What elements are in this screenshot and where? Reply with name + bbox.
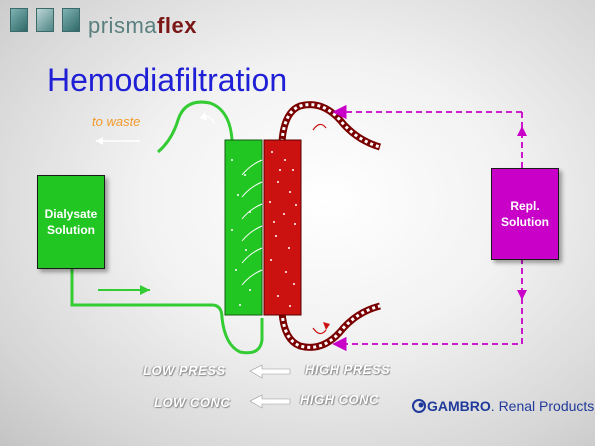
- to-waste-label: to waste: [92, 114, 141, 129]
- dialysate-label-line2: Solution: [46, 223, 95, 237]
- transfer-arrows: [241, 159, 263, 286]
- dialysate-label-line1: Dialysate: [44, 207, 98, 221]
- blood-compartment: [263, 139, 302, 316]
- arrow-left-icon: [249, 364, 291, 409]
- waste-line: [157, 100, 234, 154]
- high-press-label: HIGH PRESS: [305, 362, 391, 377]
- replacement-solution-box: Repl. Solution: [491, 168, 559, 260]
- replacement-label-line1: Repl.: [510, 199, 540, 213]
- replacement-line-bottom: [332, 258, 523, 352]
- logo-thumbnail-icon: [36, 8, 54, 32]
- replacement-label-line2: Solution: [501, 215, 549, 229]
- gambro-swirl-icon: [412, 399, 426, 413]
- dialysate-compartment: [224, 139, 263, 316]
- low-conc-label: LOW CONC: [154, 395, 231, 410]
- page-title: Hemodiafiltration: [47, 62, 288, 98]
- filter-dots: [231, 151, 297, 307]
- brand-logo: prismaflex: [88, 13, 197, 38]
- low-press-label: LOW PRESS: [143, 363, 226, 378]
- high-conc-label: HIGH CONC: [300, 392, 379, 407]
- dialysate-line: [70, 268, 264, 355]
- gambro-logo: GAMBRO. Renal Products: [411, 398, 594, 414]
- logo-thumbnail-icon: [10, 8, 28, 32]
- logo-thumbnail-icon: [62, 8, 80, 32]
